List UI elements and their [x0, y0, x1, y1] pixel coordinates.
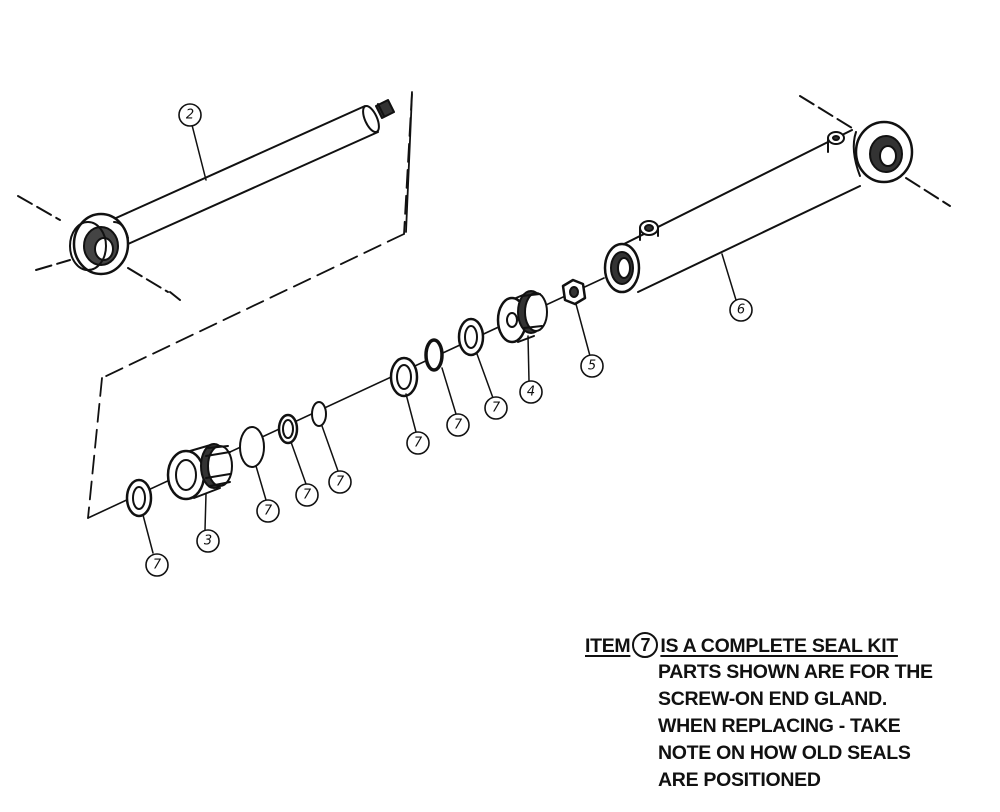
end-gland — [166, 443, 233, 501]
note-line: WHEN REPLACING - TAKE — [658, 715, 901, 737]
item-word: ITEM — [585, 635, 631, 657]
note-line: PARTS SHOWN ARE FOR THE — [658, 661, 933, 683]
seal-ring-2 — [389, 356, 419, 398]
callout-label-7: 7 — [492, 401, 501, 416]
piston — [496, 290, 548, 344]
callout-label-6: 6 — [737, 303, 745, 318]
note-line: NOTE ON HOW OLD SEALS — [658, 742, 911, 764]
assembly-outline — [87, 91, 413, 519]
o-ring-2 — [311, 401, 327, 427]
piston-rod — [69, 99, 395, 276]
note-line: ARE POSITIONED — [658, 769, 821, 791]
callout-circles — [145, 103, 753, 577]
callout-label-2: 2 — [186, 108, 194, 123]
o-ring-3 — [424, 338, 444, 372]
callout-label-3: 3 — [204, 534, 212, 549]
piston-nut — [561, 278, 587, 306]
seal-kit-note: PARTS SHOWN ARE FOR THE SCREW-ON END GLA… — [658, 659, 933, 794]
callout-label-5: 5 — [588, 359, 596, 374]
callout-label-7: 7 — [336, 475, 345, 490]
seal-ring-1 — [125, 478, 153, 518]
callout-label-7: 7 — [153, 558, 162, 573]
leader-lines — [142, 124, 737, 554]
cylinder-barrel — [603, 120, 914, 294]
item-number-circle: 7 — [632, 632, 659, 658]
callout-label-7: 7 — [454, 418, 463, 433]
note-line: SCREW-ON END GLAND. — [658, 688, 887, 710]
callout-label-7: 7 — [414, 436, 423, 451]
backup-ring-1 — [277, 413, 299, 445]
seal-ring-3 — [457, 317, 485, 357]
callout-label-7: 7 — [264, 504, 273, 519]
o-ring-1 — [239, 426, 265, 468]
headline-rest: IS A COMPLETE SEAL KIT — [660, 635, 898, 657]
callout-label-4: 4 — [527, 385, 535, 400]
callout-label-7: 7 — [303, 488, 312, 503]
